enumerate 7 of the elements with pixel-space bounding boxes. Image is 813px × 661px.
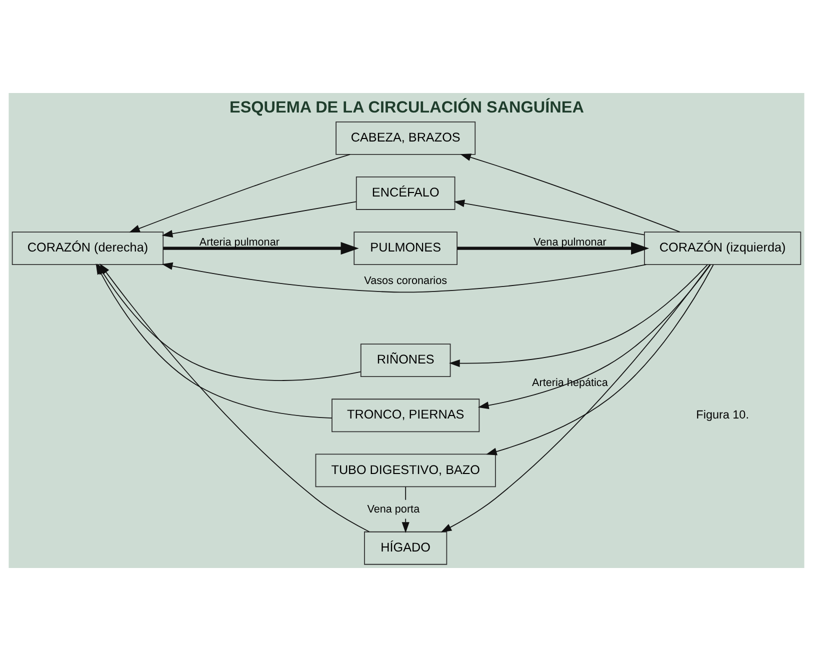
edge-label: Vena porta <box>367 504 420 516</box>
edge-label: Vasos coronarios <box>364 275 448 288</box>
caption: Figura 10. <box>696 408 749 422</box>
edge-label: Arteria pulmonar <box>199 236 280 248</box>
edge-label: Arteria hepática <box>532 377 608 390</box>
edge-label: Vena pulmonar <box>534 236 606 248</box>
diagram-title: ESQUEMA DE LA CIRCULACIÓN SANGUÍNEA <box>230 98 584 116</box>
